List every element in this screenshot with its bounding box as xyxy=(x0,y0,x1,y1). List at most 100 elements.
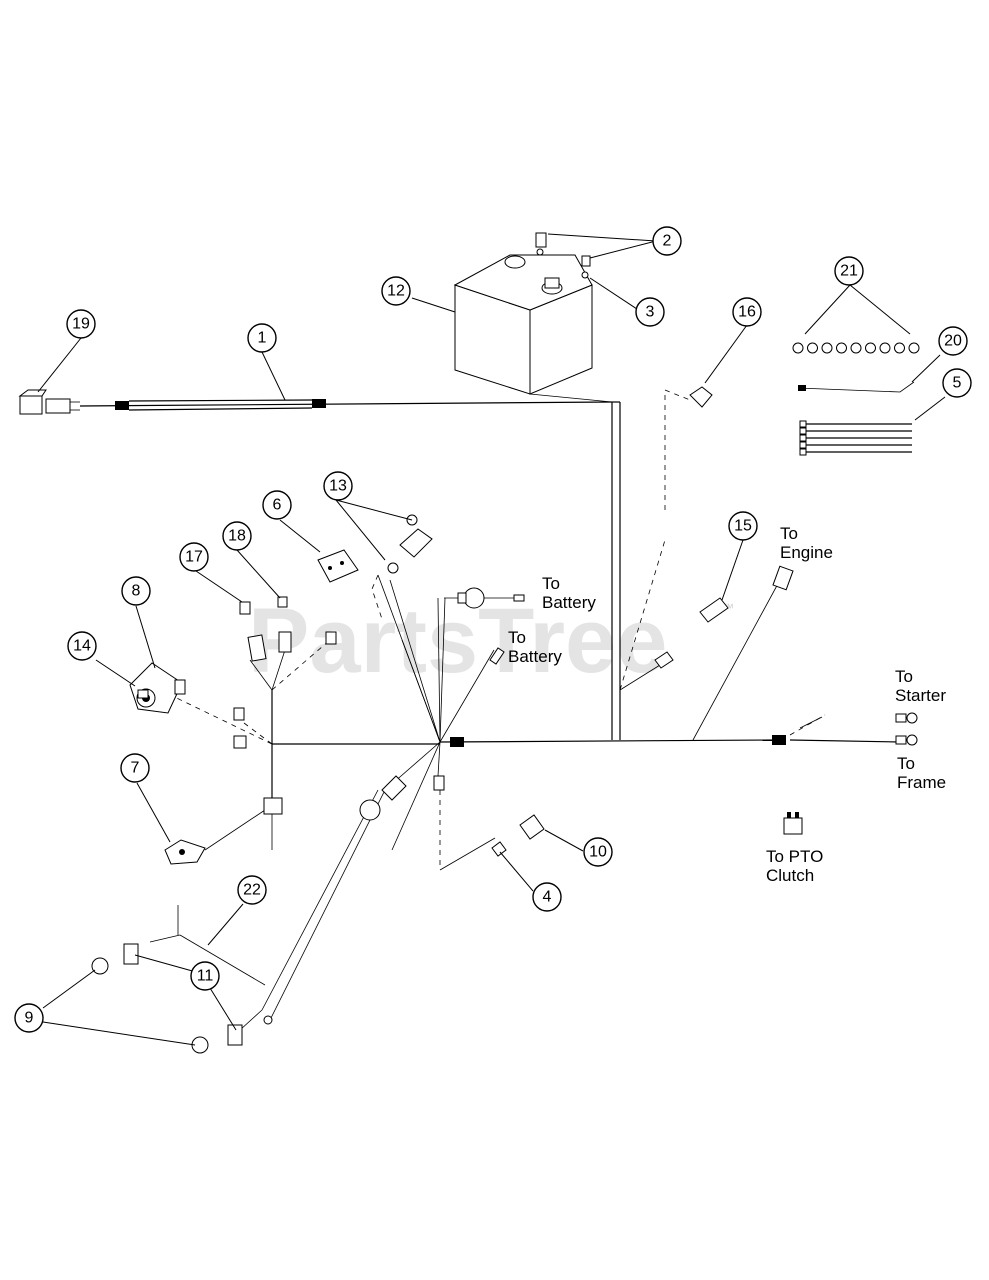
svg-text:To: To xyxy=(508,628,526,647)
screw xyxy=(807,342,818,354)
svg-text:16: 16 xyxy=(738,304,756,321)
callout-8: 8 xyxy=(121,576,151,606)
small-connectors xyxy=(233,707,786,815)
svg-text:To: To xyxy=(895,667,913,686)
bolts-2-3 xyxy=(535,232,591,279)
callout-20: 20 xyxy=(938,326,968,356)
svg-text:Battery: Battery xyxy=(542,593,596,612)
svg-text:Battery: Battery xyxy=(508,647,562,666)
harness-wires xyxy=(79,390,901,1031)
svg-text:3: 3 xyxy=(646,304,655,321)
screw xyxy=(836,342,847,354)
engine-plug xyxy=(772,565,794,591)
module-6 xyxy=(317,549,359,583)
svg-text:15: 15 xyxy=(734,518,752,535)
callout-17: 17 xyxy=(179,542,209,572)
screw xyxy=(894,342,905,354)
callout-5: 5 xyxy=(942,368,972,398)
svg-text:Frame: Frame xyxy=(897,773,946,792)
ignition-8 xyxy=(129,662,186,714)
svg-text:Engine: Engine xyxy=(780,543,833,562)
callout-13: 13 xyxy=(323,471,353,501)
callout-21: 21 xyxy=(834,256,864,286)
screw xyxy=(879,342,891,354)
cable-tie-head xyxy=(799,427,807,435)
svg-text:17: 17 xyxy=(185,549,203,566)
harness-1 xyxy=(115,399,326,411)
svg-text:22: 22 xyxy=(243,882,261,899)
battery-leads xyxy=(457,587,525,665)
svg-text:19: 19 xyxy=(72,316,90,333)
callout-10: 10 xyxy=(583,837,613,867)
screw xyxy=(865,342,876,354)
switch-13 xyxy=(371,514,433,620)
connectors-17-18 xyxy=(239,596,337,662)
svg-text:14: 14 xyxy=(73,638,91,655)
callout-16: 16 xyxy=(732,297,762,327)
callout-22: 22 xyxy=(237,875,267,905)
screw xyxy=(850,342,862,354)
callout-14: 14 xyxy=(67,631,97,661)
callout-4: 4 xyxy=(532,882,562,912)
svg-text:2: 2 xyxy=(663,233,672,250)
ties-5 xyxy=(799,420,912,456)
callout-6: 6 xyxy=(262,490,292,520)
screw xyxy=(792,342,804,354)
svg-text:6: 6 xyxy=(273,497,282,514)
callout-2: 2 xyxy=(652,226,682,256)
wire-20 xyxy=(797,381,915,393)
label-to-pto-clutch: To PTO Clutch xyxy=(766,847,823,885)
connector-19 xyxy=(18,389,80,415)
callout-7: 7 xyxy=(120,753,150,783)
svg-text:To: To xyxy=(897,754,915,773)
screw xyxy=(821,342,833,354)
switch-7 xyxy=(164,839,206,865)
callout-15: 15 xyxy=(728,511,758,541)
svg-text:13: 13 xyxy=(329,478,347,495)
callout-18: 18 xyxy=(222,521,252,551)
svg-text:21: 21 xyxy=(840,263,858,280)
label-to-battery-2: To Battery xyxy=(508,628,562,666)
screws-21 xyxy=(792,342,920,354)
svg-text:20: 20 xyxy=(944,333,962,350)
leader-lines xyxy=(37,233,946,1046)
cable-tie-head xyxy=(799,448,807,456)
callout-11: 11 xyxy=(190,961,220,991)
svg-text:1: 1 xyxy=(258,330,267,347)
svg-text:12: 12 xyxy=(387,283,405,300)
svg-text:Clutch: Clutch xyxy=(766,866,814,885)
svg-text:Starter: Starter xyxy=(895,686,946,705)
terminals xyxy=(895,712,918,746)
svg-text:To: To xyxy=(780,524,798,543)
callout-12: 12 xyxy=(381,276,411,306)
callout-9: 9 xyxy=(14,1003,44,1033)
label-to-engine: To Engine xyxy=(780,524,833,562)
screw xyxy=(908,342,920,354)
svg-text:18: 18 xyxy=(228,528,246,545)
label-to-starter: To Starter xyxy=(895,667,946,705)
label-to-frame: To Frame xyxy=(897,754,946,792)
svg-text:11: 11 xyxy=(197,968,214,985)
svg-text:7: 7 xyxy=(131,760,140,777)
callout-3: 3 xyxy=(635,297,665,327)
label-to-battery-1: To Battery xyxy=(542,574,596,612)
part-16 xyxy=(664,386,713,408)
svg-text:5: 5 xyxy=(953,375,962,392)
part-14 xyxy=(137,689,149,699)
components xyxy=(18,232,920,1054)
pto-connector xyxy=(783,812,803,835)
cable-tie-head xyxy=(799,434,807,442)
part-15 xyxy=(654,597,729,669)
svg-text:9: 9 xyxy=(25,1010,34,1027)
svg-text:4: 4 xyxy=(543,889,552,906)
battery-12 xyxy=(453,254,593,395)
part-10-4 xyxy=(491,814,545,857)
watermark: PartsTree xyxy=(248,590,667,692)
lamps-9-11 xyxy=(91,775,407,1054)
svg-text:8: 8 xyxy=(132,583,141,600)
svg-text:To: To xyxy=(542,574,560,593)
callout-19: 19 xyxy=(66,309,96,339)
callout-1: 1 xyxy=(247,323,277,353)
